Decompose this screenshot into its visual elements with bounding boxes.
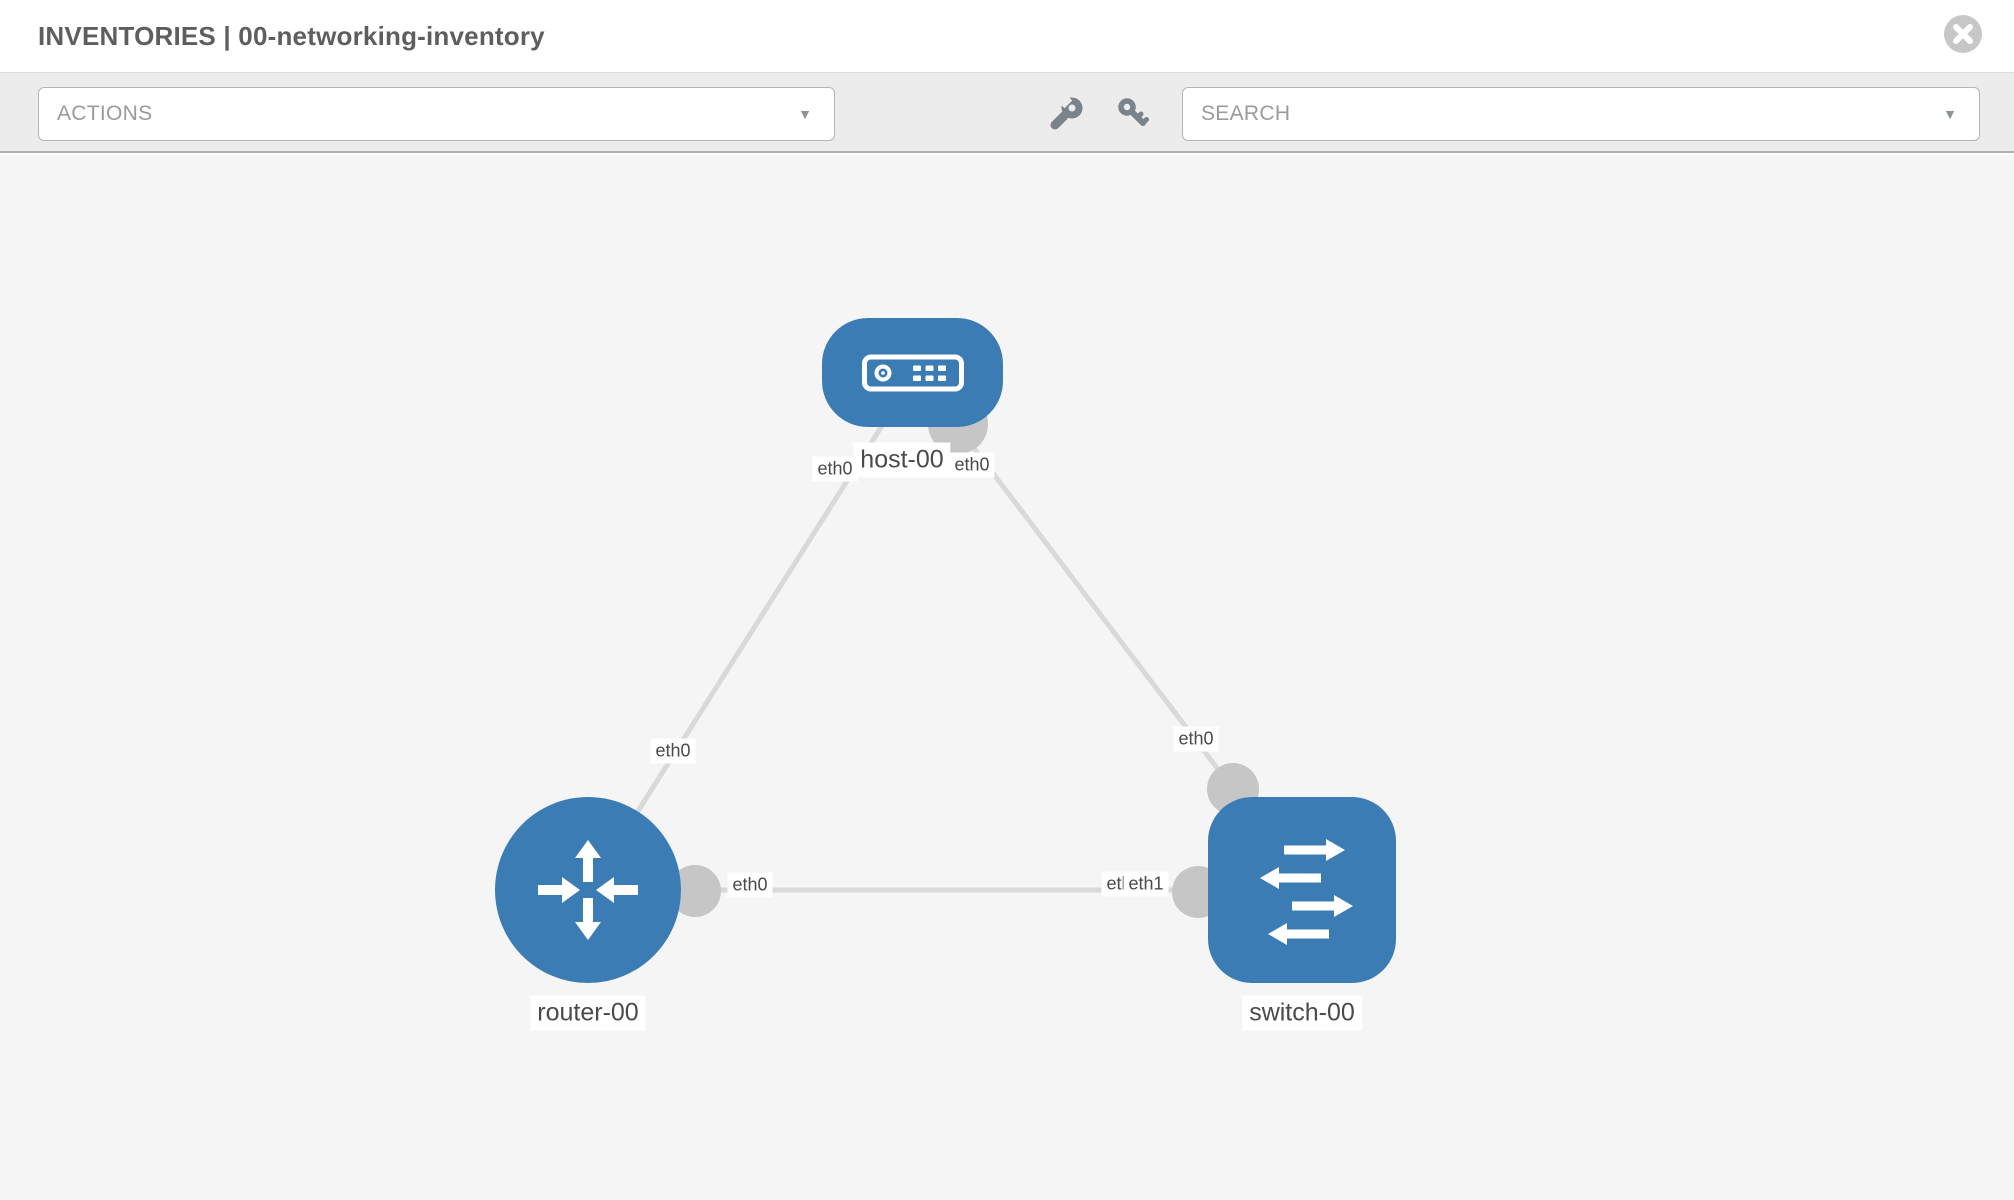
node-host-00[interactable] bbox=[822, 318, 1003, 427]
chevron-down-icon bbox=[798, 88, 812, 140]
close-button[interactable] bbox=[1944, 15, 1982, 53]
interface-label-host00-eth0-to-router: eth0 bbox=[812, 456, 858, 482]
interface-label-router00-eth0-to-switch: eth0 bbox=[727, 872, 773, 898]
node-switch-00[interactable] bbox=[1208, 797, 1396, 983]
credentials-button[interactable] bbox=[1116, 96, 1152, 132]
chevron-down-icon bbox=[1943, 88, 1957, 140]
node-label-router-00: router-00 bbox=[530, 995, 646, 1031]
actions-dropdown[interactable]: ACTIONS bbox=[38, 87, 835, 141]
toolbar: ACTIONS SEARCH bbox=[0, 73, 2014, 153]
page-title: INVENTORIES | 00-networking-inventory bbox=[38, 21, 545, 51]
header: INVENTORIES | 00-networking-inventory bbox=[0, 0, 2014, 73]
node-label-switch-00: switch-00 bbox=[1242, 995, 1362, 1031]
key-icon bbox=[1118, 98, 1149, 126]
links-layer bbox=[585, 370, 1302, 893]
router-icon bbox=[538, 840, 638, 940]
node-label-host-00: host-00 bbox=[853, 442, 951, 478]
wrench-icon bbox=[1050, 92, 1083, 130]
host-icon bbox=[861, 354, 964, 391]
node-router-00[interactable] bbox=[495, 797, 681, 983]
interface-label-router00-eth0-to-host: eth0 bbox=[650, 738, 696, 764]
interface-label-switch00-eth1: eth1 bbox=[1123, 871, 1169, 897]
actions-dropdown-label: ACTIONS bbox=[57, 102, 153, 125]
switch-icon bbox=[1260, 839, 1353, 945]
close-icon bbox=[1953, 24, 1973, 44]
interface-label-switch00-eth0-to-host: eth0 bbox=[1173, 726, 1219, 752]
search-dropdown[interactable]: SEARCH bbox=[1182, 87, 1980, 141]
interface-label-host00-eth0-to-switch: eth0 bbox=[949, 452, 995, 478]
search-placeholder: SEARCH bbox=[1201, 102, 1291, 125]
topology-canvas[interactable]: host-00 router-00 switch-00 eth0 eth0 et… bbox=[0, 155, 2014, 1200]
configure-button[interactable] bbox=[1048, 92, 1084, 132]
